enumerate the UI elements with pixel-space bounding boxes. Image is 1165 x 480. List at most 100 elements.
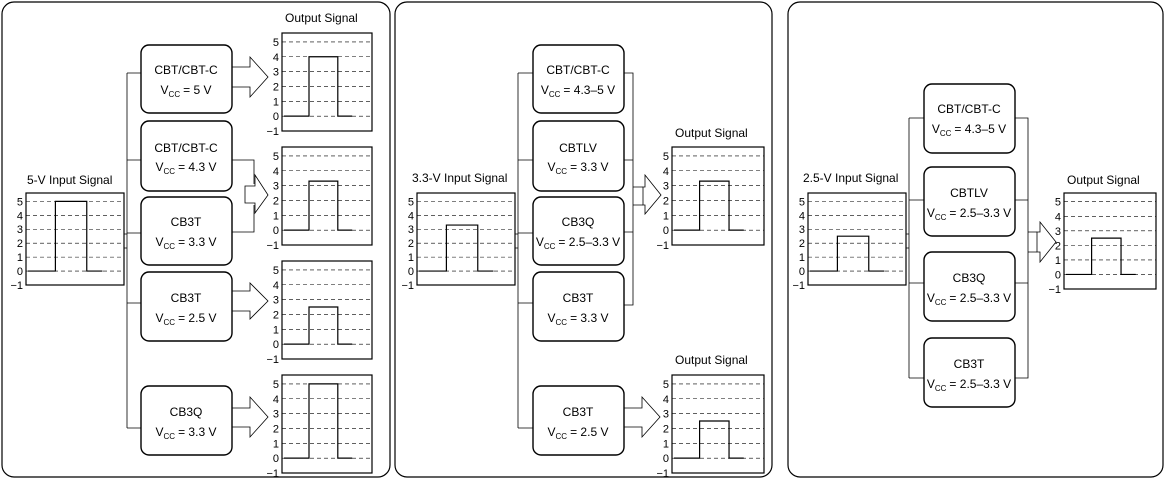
panel-frame [1,1,391,478]
tick-label: 4 [663,394,669,406]
tick-label: 2 [273,309,279,321]
device-box: CB3T VCC= 2.5–3.3 V [923,337,1016,408]
tick-label: 0 [273,111,279,123]
device-vcc: VCC= 5 V [161,83,212,99]
tick-label: 4 [1055,211,1061,223]
plot-frame [281,146,373,246]
tick-label: 1 [273,438,279,450]
device-vcc: VCC= 3.3 V [156,425,217,441]
tick-label: 0 [408,266,414,278]
tick-label: 5 [17,196,23,208]
tick-label: 4 [799,210,805,222]
tick-label: 4 [273,166,279,178]
pulse-waveform [419,224,494,272]
device-name: CB3Q [170,405,203,419]
device-name: CB3T [171,291,202,305]
tick-label: 3 [799,224,805,236]
tick-label: 4 [273,52,279,64]
pulse-waveform [674,420,744,459]
tick-label: 0 [663,225,669,237]
tick-label: 3 [273,409,279,421]
tick-label: −1 [792,280,805,292]
plot-frame [671,374,765,474]
tick-label: 1 [408,252,414,264]
arrow-icon [623,173,662,439]
device-box: CBT/CBT-C VCC= 5 V [140,44,233,114]
tick-label: −1 [266,126,279,138]
device-box: CB3Q VCC= 3.3 V [140,385,233,456]
device-box: CBTLV VCC= 3.3 V [532,120,625,192]
tick-label: 2 [799,238,805,250]
device-vcc: VCC= 4.3–5 V [541,83,615,99]
tick-label: 1 [799,252,805,264]
tick-label: 3 [17,224,23,236]
tick-label: −1 [266,240,279,252]
device-vcc: VCC= 2.5 V [156,311,217,327]
tick-label: 4 [17,210,23,222]
plot-frame [281,32,373,132]
device-box: CBTLV VCC= 2.5–3.3 V [923,166,1016,237]
pulse-waveform [284,306,353,345]
tick-label: 4 [663,166,669,178]
pulse-waveform [674,180,744,231]
tick-label: 3 [663,181,669,193]
device-name: CB3T [563,405,594,419]
device-vcc: VCC= 2.5–3.3 V [927,377,1011,393]
pulse-waveform [284,180,353,231]
arrow-icon [231,55,269,439]
tick-label: 2 [273,195,279,207]
tick-label: 5 [663,379,669,391]
panel-frame [394,1,773,478]
plot-frame [807,192,907,286]
tick-label: 2 [273,423,279,435]
tick-label: 5 [408,196,414,208]
tick-label: 2 [273,81,279,93]
device-vcc: VCC= 2.5–3.3 V [927,291,1011,307]
device-box: CBT/CBT-C VCC= 4.3–5 V [532,44,625,114]
device-name: CBTLV [559,141,597,155]
tick-label: 5 [273,151,279,163]
device-box: CB3T VCC= 2.5 V [140,271,233,342]
tick-label: 5 [273,265,279,277]
pulse-waveform [284,56,353,117]
device-name: CB3T [563,291,594,305]
device-box: CB3T VCC= 3.3 V [140,196,233,266]
device-name: CB3Q [953,271,986,285]
tick-label: −1 [266,354,279,366]
device-name: CBT/CBT-C [154,141,218,155]
device-name: CBTLV [950,186,988,200]
tick-label: 3 [273,181,279,193]
device-vcc: VCC= 3.3 V [548,160,609,176]
pulse-waveform [284,383,353,459]
input-signal-title: 2.5-V Input Signal [803,171,898,185]
device-name: CBT/CBT-C [154,63,218,77]
input-signal-title: 5-V Input Signal [27,173,112,187]
tick-label: 4 [408,210,414,222]
tick-label: 4 [273,394,279,406]
tick-label: 2 [663,423,669,435]
output-signal-title: Output Signal [285,11,358,25]
plot-frame [281,374,373,474]
input-signal-title: 3.3-V Input Signal [412,171,507,185]
device-vcc: VCC= 2.5–3.3 V [536,235,620,251]
tick-label: 1 [273,96,279,108]
tick-label: 0 [1055,269,1061,281]
plot-frame [281,260,373,360]
tick-label: 0 [17,266,23,278]
tick-label: 1 [1055,255,1061,267]
tick-label: −1 [1048,284,1061,296]
device-name: CB3Q [562,215,595,229]
tick-label: 2 [663,195,669,207]
output-signal-title: Output Signal [1067,173,1140,187]
arrow-icon [1036,220,1057,264]
device-box: CBT/CBT-C VCC= 4.3–5 V [923,83,1016,154]
tick-label: 3 [273,67,279,79]
plot-frame [671,146,765,246]
tick-label: 5 [273,379,279,391]
tick-label: 0 [663,453,669,465]
